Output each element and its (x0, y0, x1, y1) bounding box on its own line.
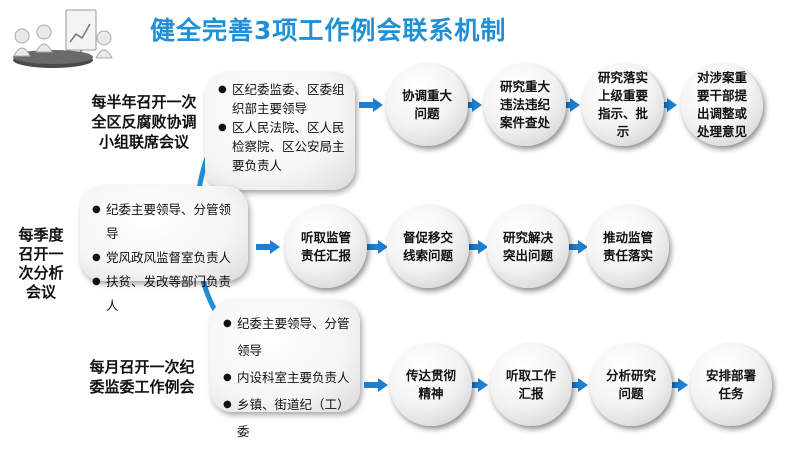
step-promote-responsibility: 推动监管责任落实 (587, 206, 669, 288)
participant-item: 区纪委监委、区委组织部主要领导 (218, 80, 347, 118)
participant-item: 纪委主要领导、分管领导 (92, 198, 242, 246)
arrow-right-icon (464, 378, 488, 392)
arrow-right-icon (256, 240, 280, 254)
arrow-right-icon (664, 378, 688, 392)
meeting-illustration (13, 9, 113, 68)
step-propose-adjustment: 对涉案重要干部提出调整或处理意见 (681, 64, 763, 146)
step-urge-transfer-clues: 督促移交线索问题 (387, 206, 469, 288)
step-coordinate-major-issues: 协调重大问题 (386, 64, 468, 146)
participant-item: 区人民法院、区人民检察院、区公安局主要负责人 (218, 118, 347, 175)
arrow-right-icon (564, 378, 588, 392)
arrow-right-icon (364, 378, 388, 392)
step-implement-instructions: 研究落实上级重要指示、批示 (582, 64, 664, 146)
arrow-right-icon (556, 98, 580, 112)
arrow-right-icon (359, 98, 383, 112)
participant-item: 扶贫、发改等部门负责人 (92, 270, 242, 318)
step-hear-work-report: 听取工作汇报 (490, 344, 572, 426)
step-hear-supervision-report: 听取监管责任汇报 (285, 206, 367, 288)
step-study-major-cases: 研究重大违法违纪案件查处 (484, 64, 566, 146)
quarterly-meeting-label: 每季度 召开一 次分析 会议 (18, 226, 64, 301)
arrow-right-icon (458, 98, 482, 112)
step-arrange-tasks: 安排部署任务 (690, 344, 772, 426)
arrow-right-icon (564, 240, 588, 254)
participants-panel-quarterly: 纪委主要领导、分管领导 党风政风监督室负责人 扶贫、发改等部门负责人 (80, 186, 248, 313)
semiannual-meeting-label: 每半年召开一次 全区反腐败协调 小组联席会议 (91, 93, 197, 151)
arrow-right-icon (653, 98, 677, 112)
participant-item: 党风政风监督室负责人 (92, 246, 242, 270)
step-analyze-issues: 分析研究问题 (590, 344, 672, 426)
participant-item: 乡镇、街道纪（工）委 (223, 391, 354, 445)
arrow-right-icon (464, 240, 488, 254)
participants-panel-semiannual: 区纪委监委、区委组织部主要领导 区人民法院、区人民检察院、区公安局主要负责人 (205, 72, 355, 190)
participants-panel-monthly: 纪委主要领导、分管领导 内设科室主要负责人 乡镇、街道纪（工）委 (210, 300, 360, 439)
step-convey-spirit: 传达贯彻精神 (390, 344, 472, 426)
participant-item: 纪委主要领导、分管领导 (223, 310, 354, 364)
page-title: 健全完善3项工作例会联系机制 (150, 16, 507, 45)
arrow-right-icon (364, 240, 388, 254)
step-solve-prominent-issues: 研究解决突出问题 (487, 206, 569, 288)
monthly-meeting-label: 每月召开一次纪 委监委工作例会 (89, 358, 195, 396)
participant-item: 内设科室主要负责人 (223, 364, 354, 391)
